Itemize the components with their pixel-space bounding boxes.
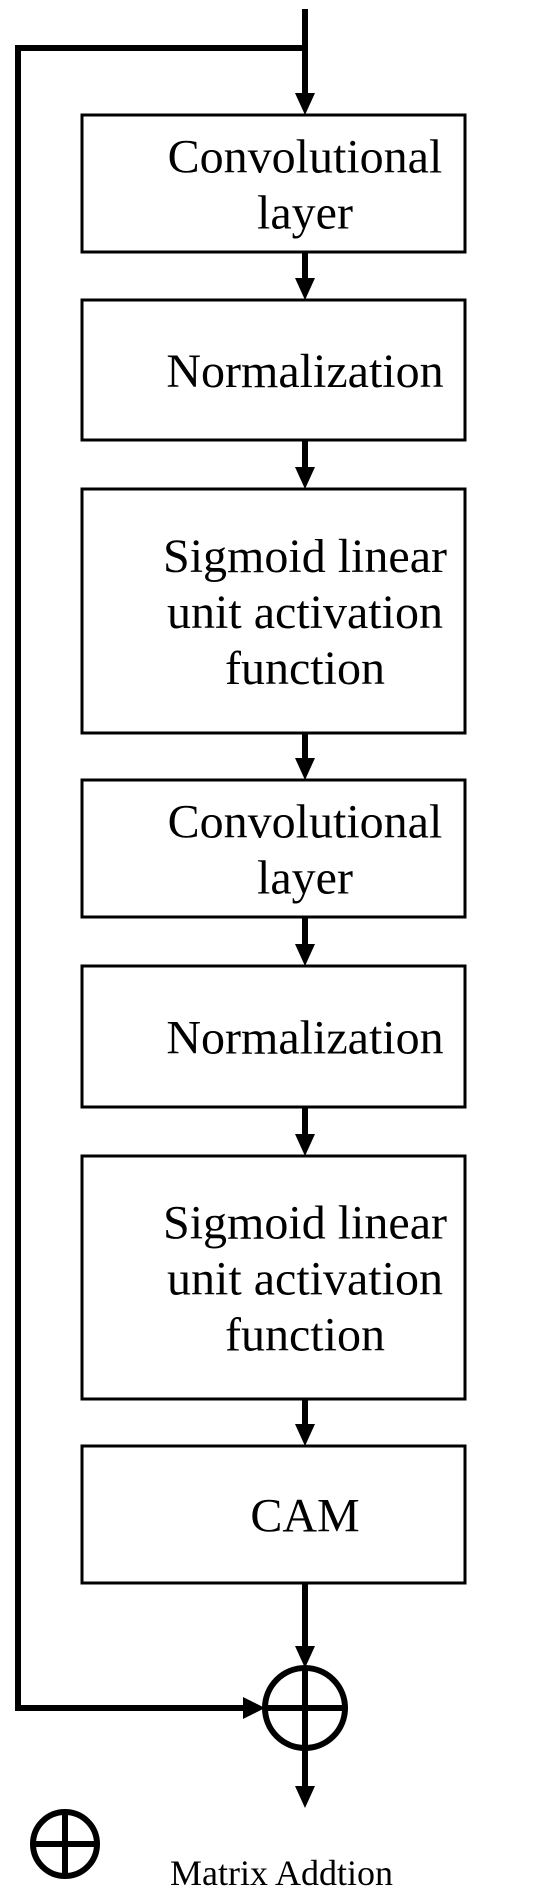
arrow-1-2-head	[295, 278, 315, 300]
block-7-box	[80, 1444, 467, 1585]
block-4-box	[80, 778, 467, 919]
arrow-cam-to-addition-head	[295, 1646, 315, 1668]
addition-node	[262, 1665, 348, 1751]
arrow-6-7-head	[295, 1424, 315, 1446]
block-3-label-line-2: unit activation	[167, 586, 443, 639]
skip-connection	[15, 45, 308, 1711]
block-2: Normalization	[80, 298, 467, 442]
block-5: Normalization	[80, 964, 467, 1109]
output-arrow	[295, 1745, 315, 1808]
legend-label: Matrix Addtion	[170, 1853, 393, 1893]
block-2-box	[80, 298, 467, 442]
arrow-cam-to-addition	[295, 1580, 315, 1668]
block-6-label-line-1: Sigmoid linear	[163, 1197, 447, 1250]
arrow-4-5-head	[295, 944, 315, 966]
block-6-box	[80, 1154, 467, 1401]
block-4-label-line-2: layer	[257, 852, 353, 905]
arrow-1-2	[295, 249, 315, 300]
input-arrow	[295, 9, 315, 115]
block-6-label-line-2: unit activation	[167, 1253, 443, 1306]
arrow-4-5	[295, 914, 315, 966]
block-5-box	[80, 964, 467, 1109]
arrow-3-4	[295, 730, 315, 780]
block-5-label-line-1: Normalization	[166, 1012, 443, 1065]
block-1-box	[80, 113, 467, 254]
block-3-label-line-1: Sigmoid linear	[163, 530, 447, 583]
skip-connection-head	[243, 1697, 265, 1719]
block-3-box	[80, 487, 467, 735]
legend: Matrix Addtion	[30, 1809, 393, 1893]
block-7-label-line-1: CAM	[250, 1490, 359, 1543]
arrow-5-6	[295, 1104, 315, 1156]
block-1-label-line-1: Convolutional	[168, 131, 443, 184]
arrow-2-3-head	[295, 467, 315, 489]
arrow-3-4-head	[295, 758, 315, 780]
block-3-label-line-3: function	[225, 642, 385, 695]
block-1-label-line-2: layer	[257, 187, 353, 240]
arrow-5-6-head	[295, 1134, 315, 1156]
output-arrow-head	[295, 1786, 315, 1808]
block-4-label-line-1: Convolutional	[168, 796, 443, 849]
input-arrow-head	[295, 93, 315, 115]
connectors	[15, 9, 315, 1808]
block-7: CAM	[80, 1444, 467, 1585]
arrow-2-3	[295, 437, 315, 489]
block-2-label-line-1: Normalization	[166, 345, 443, 398]
arrow-6-7	[295, 1396, 315, 1446]
block-6-label-line-3: function	[225, 1309, 385, 1362]
